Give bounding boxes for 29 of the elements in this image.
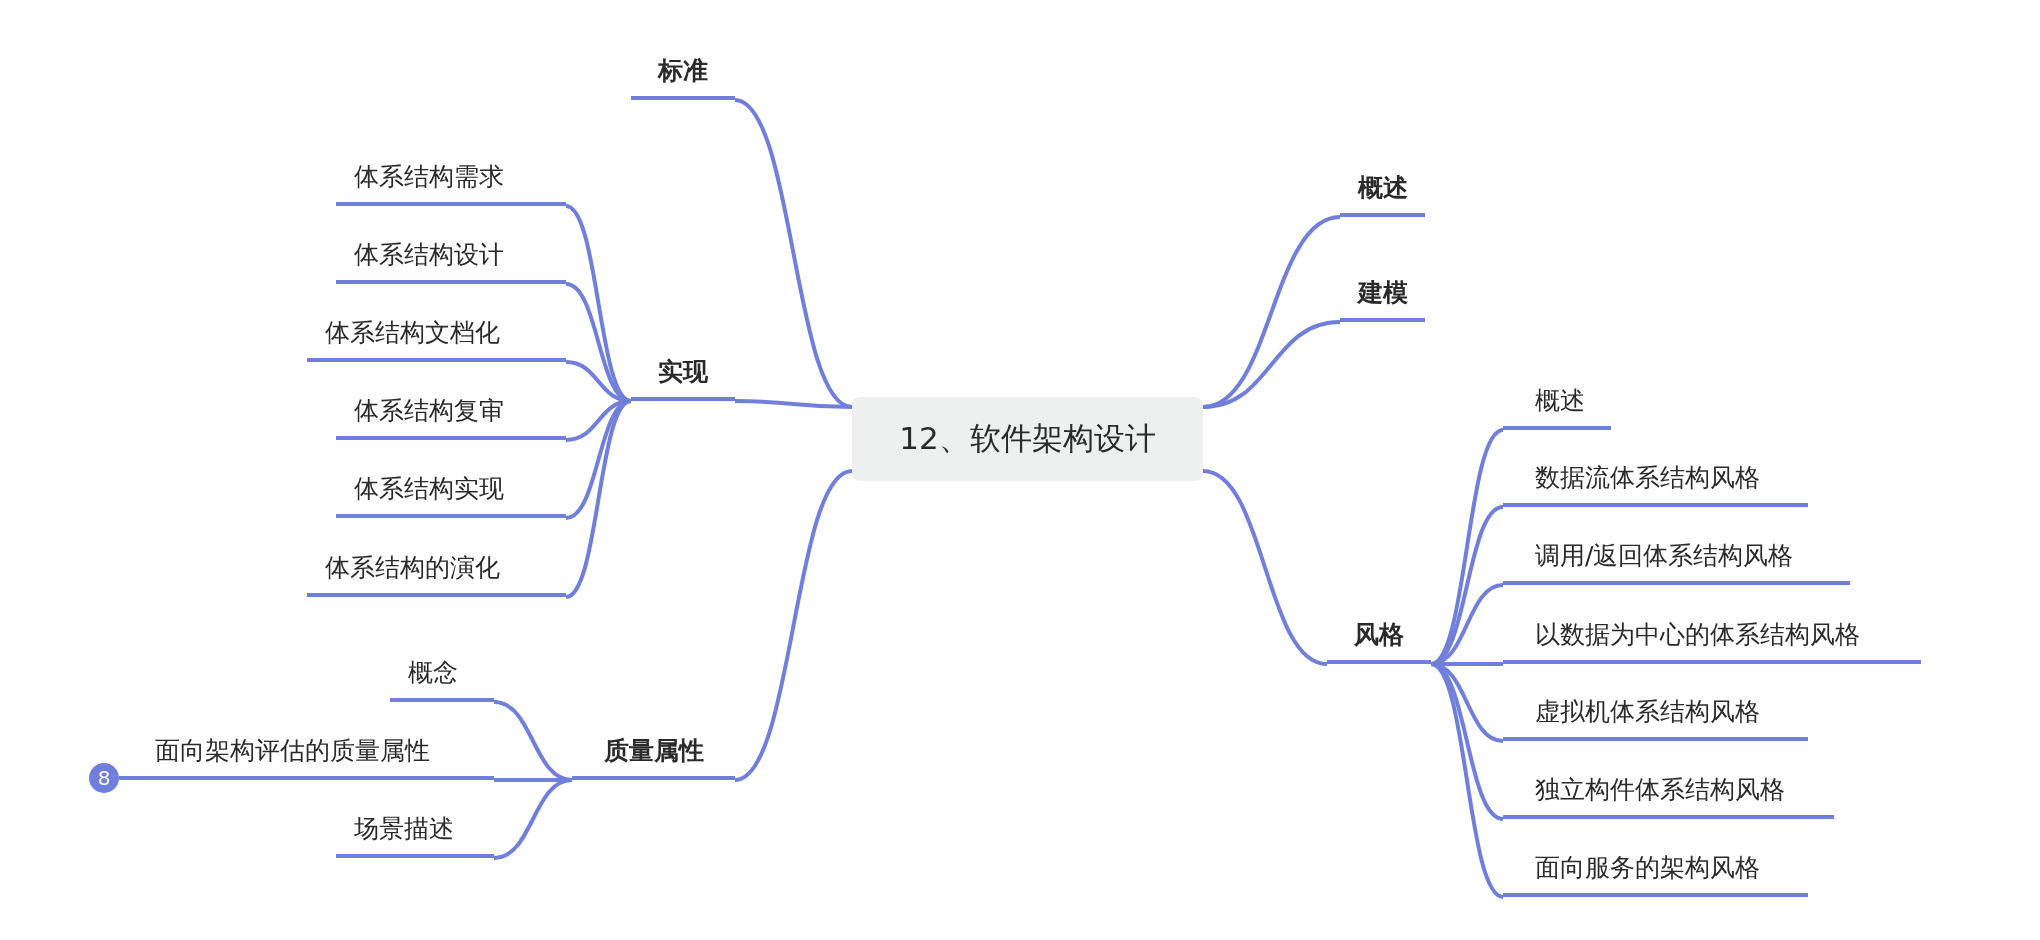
subtopic: 独立构件体系结构风格 — [1503, 775, 1834, 819]
subtopic: 场景描述 — [336, 814, 494, 858]
branch-topic: 实现 — [631, 357, 735, 401]
root-topic-box: 12、软件架构设计 — [852, 397, 1203, 481]
connector-line — [493, 778, 573, 860]
connector-line — [734, 399, 853, 409]
branch-topic: 概述 — [1340, 173, 1425, 217]
connector-line — [1202, 469, 1328, 666]
branch-topic: 建模 — [1340, 278, 1425, 322]
subtopic: 体系结构复审 — [336, 396, 566, 440]
branch-topic: 质量属性 — [572, 736, 735, 780]
branch-topic: 风格 — [1327, 620, 1431, 664]
subtopic: 面向架构评估的质量属性 — [119, 736, 494, 780]
subtopic: 以数据为中心的体系结构风格 — [1503, 620, 1921, 664]
subtopic: 调用/返回体系结构风格 — [1503, 541, 1850, 585]
subtopic: 概念 — [390, 658, 494, 702]
subtopic: 体系结构需求 — [336, 162, 566, 206]
subtopic: 数据流体系结构风格 — [1503, 463, 1808, 507]
subtopic: 体系结构文档化 — [307, 318, 566, 362]
subtopic: 体系结构实现 — [336, 474, 566, 518]
subtopic: 虚拟机体系结构风格 — [1503, 697, 1808, 741]
branch-topic: 标准 — [631, 56, 735, 100]
subtopic: 体系结构设计 — [336, 240, 566, 284]
subtopic: 体系结构的演化 — [307, 553, 566, 597]
connector-line — [734, 469, 853, 782]
subtopic: 面向服务的架构风格 — [1503, 853, 1808, 897]
connector-line — [1202, 320, 1341, 409]
count-badge: 8 — [89, 763, 119, 793]
subtopic: 概述 — [1503, 386, 1611, 430]
